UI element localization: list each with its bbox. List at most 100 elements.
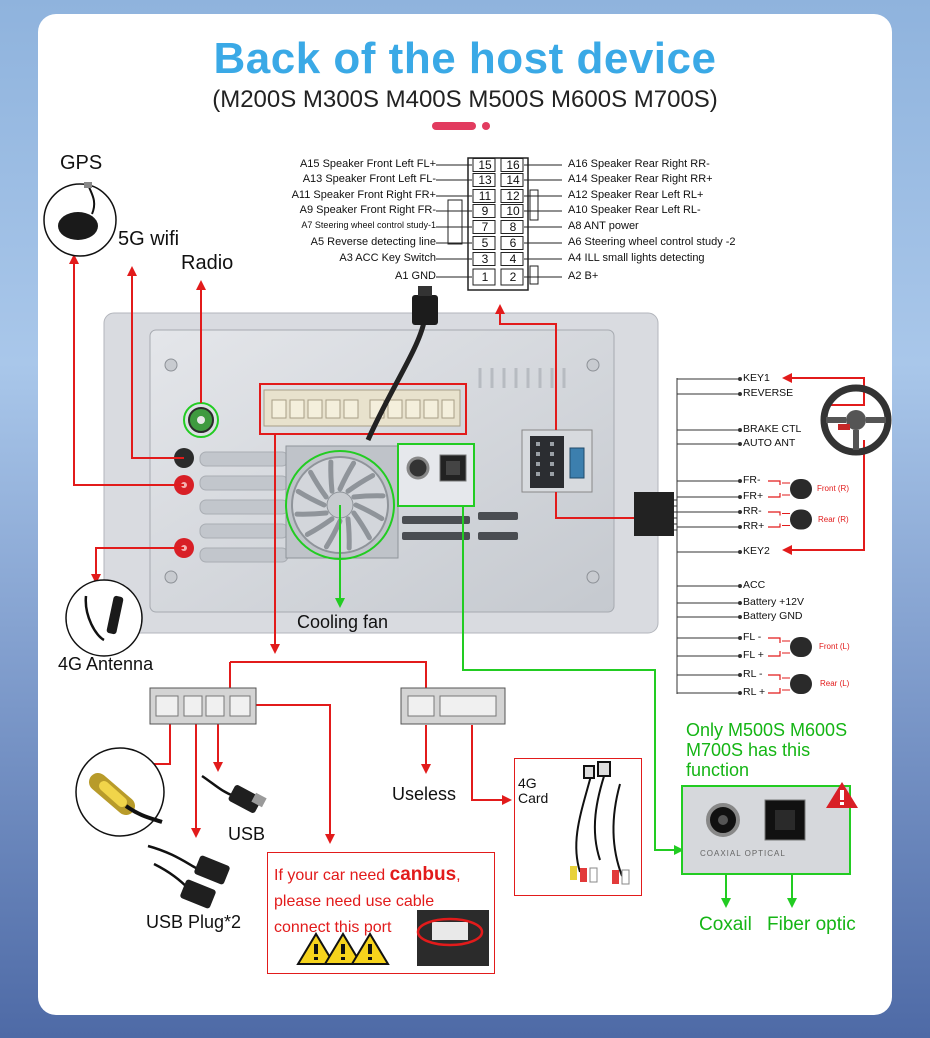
pin-label-right: A16 Speaker Rear Right RR-	[568, 158, 710, 170]
speaker-icon	[790, 509, 812, 530]
pin-label-right: A10 Speaker Rear Left RL-	[568, 204, 701, 216]
speaker-icon	[790, 674, 812, 694]
page-title: Back of the host device	[213, 34, 717, 83]
usb-cable	[201, 774, 267, 813]
pin-cell-left	[472, 268, 496, 286]
pin-number-left: 5	[481, 236, 489, 250]
fan-blade	[323, 518, 343, 550]
harness-wire-label: FR-	[743, 474, 761, 486]
speaker-icon	[790, 637, 812, 657]
canbus-note-box	[267, 852, 495, 974]
wire-end	[738, 691, 742, 695]
gps-antenna	[43, 182, 117, 257]
speaker-wire	[782, 482, 790, 496]
canbus-line1-suffix: ,	[456, 867, 461, 884]
fan-blade	[345, 516, 352, 551]
4g-card-label: 4G Card	[518, 775, 549, 806]
pin-number-left: 1	[481, 270, 489, 284]
speaker-label: Front (R)	[817, 484, 849, 493]
speaker-group	[768, 479, 812, 694]
harness-wire-label: ACC	[743, 579, 766, 591]
pin-number-left: 3	[481, 252, 489, 266]
harness-wire-label: RL -	[743, 668, 763, 680]
speaker-label: Rear (L)	[820, 679, 850, 688]
pin-number-right: 12	[506, 189, 520, 203]
pin-number-right: 2	[509, 270, 517, 284]
speaker-label: Front (L)	[819, 642, 850, 651]
pin-cell-left	[472, 173, 496, 187]
pin-number-right: 14	[506, 173, 520, 187]
pin-label-left: A11 Speaker Front Right FR+	[291, 189, 436, 201]
pin-cell-right	[500, 189, 524, 203]
pin-cell-right	[500, 204, 524, 218]
coaxial-label: Coxail	[699, 914, 752, 935]
harness-wire-label: RL +	[743, 686, 766, 698]
harness-wire-label: REVERSE	[743, 387, 794, 399]
cooling-fan-label: Cooling fan	[297, 612, 389, 632]
usb-harness-connector	[149, 687, 257, 725]
useless-connector	[400, 687, 506, 725]
pin-cell-right	[500, 252, 524, 266]
pin-label-right: A2 B+	[568, 270, 599, 282]
radio-label: Radio	[181, 252, 234, 274]
fan-blade	[353, 502, 385, 522]
fan-blade	[308, 469, 329, 500]
harness-wire-label: FR+	[743, 490, 764, 502]
speaker-wire	[782, 513, 790, 526]
warning-triangles	[296, 910, 489, 966]
pin-number-left: 9	[481, 204, 489, 218]
pin-number-right: 8	[509, 220, 517, 234]
title-accent-bar	[432, 122, 476, 130]
pin-label-right: A14 Speaker Rear Right RR+	[568, 173, 713, 185]
harness-wire-label: FL +	[743, 649, 764, 661]
wire-end	[738, 525, 742, 529]
panel-port-label: COAXIAL OPTICAL	[700, 849, 786, 858]
wire-end	[738, 654, 742, 658]
pin-label-left: A5 Reverse detecting line	[310, 236, 436, 248]
speaker-wire	[782, 677, 790, 691]
host-device	[103, 286, 659, 634]
fan-blade	[294, 510, 329, 517]
canbus-line2: please need use cable	[274, 893, 435, 910]
speaker-lead	[768, 637, 781, 657]
pin-label-left: A1 GND	[395, 270, 436, 282]
pin-number-right: 16	[506, 158, 520, 172]
wire-end	[738, 673, 742, 677]
wire-end	[738, 377, 742, 381]
wire-end	[738, 442, 742, 446]
pin-label-left: A13 Speaker Front Left FL-	[302, 173, 436, 185]
pin-label-right: A12 Speaker Rear Left RL+	[568, 189, 704, 201]
steering-wheel	[820, 384, 892, 456]
canbus-note: If your car need canbus, please need use…	[274, 862, 484, 941]
pin-label-left: A15 Speaker Front Left FL+	[299, 158, 436, 170]
speaker-lead	[768, 511, 781, 528]
4g-card-box	[514, 758, 642, 896]
4g-antenna	[65, 579, 143, 657]
fan-blade	[304, 516, 335, 537]
fan-blade	[345, 473, 376, 494]
wire-end	[738, 601, 742, 605]
pin-cell-right	[500, 268, 524, 286]
pin-label-right: A4 ILL small lights detecting	[568, 252, 705, 264]
pin-cell-right	[500, 158, 524, 172]
pin-label-left: A9 Speaker Front Right FR-	[299, 204, 436, 216]
pin-number-left: 7	[481, 220, 489, 234]
coaxial-optical-panel	[681, 782, 858, 875]
speaker-label: Rear (R)	[818, 514, 849, 524]
pin-cell-left	[472, 189, 496, 203]
pin-number-right: 10	[506, 204, 520, 218]
pin-label-right: A6 Steering wheel control study -2	[568, 236, 736, 248]
pin-cell-left	[472, 252, 496, 266]
speaker-wire	[782, 640, 790, 654]
wire-harness	[634, 377, 742, 695]
speaker-icon	[790, 479, 812, 499]
wire-end	[738, 428, 742, 432]
pin-number-left: 13	[478, 173, 492, 187]
4g-cable-bundle	[575, 761, 623, 877]
fan-blade	[328, 459, 335, 494]
speaker-lead	[768, 674, 781, 694]
pin-label-left: A3 ACC Key Switch	[339, 252, 436, 264]
wire-end	[738, 392, 742, 396]
wire-end	[738, 584, 742, 588]
